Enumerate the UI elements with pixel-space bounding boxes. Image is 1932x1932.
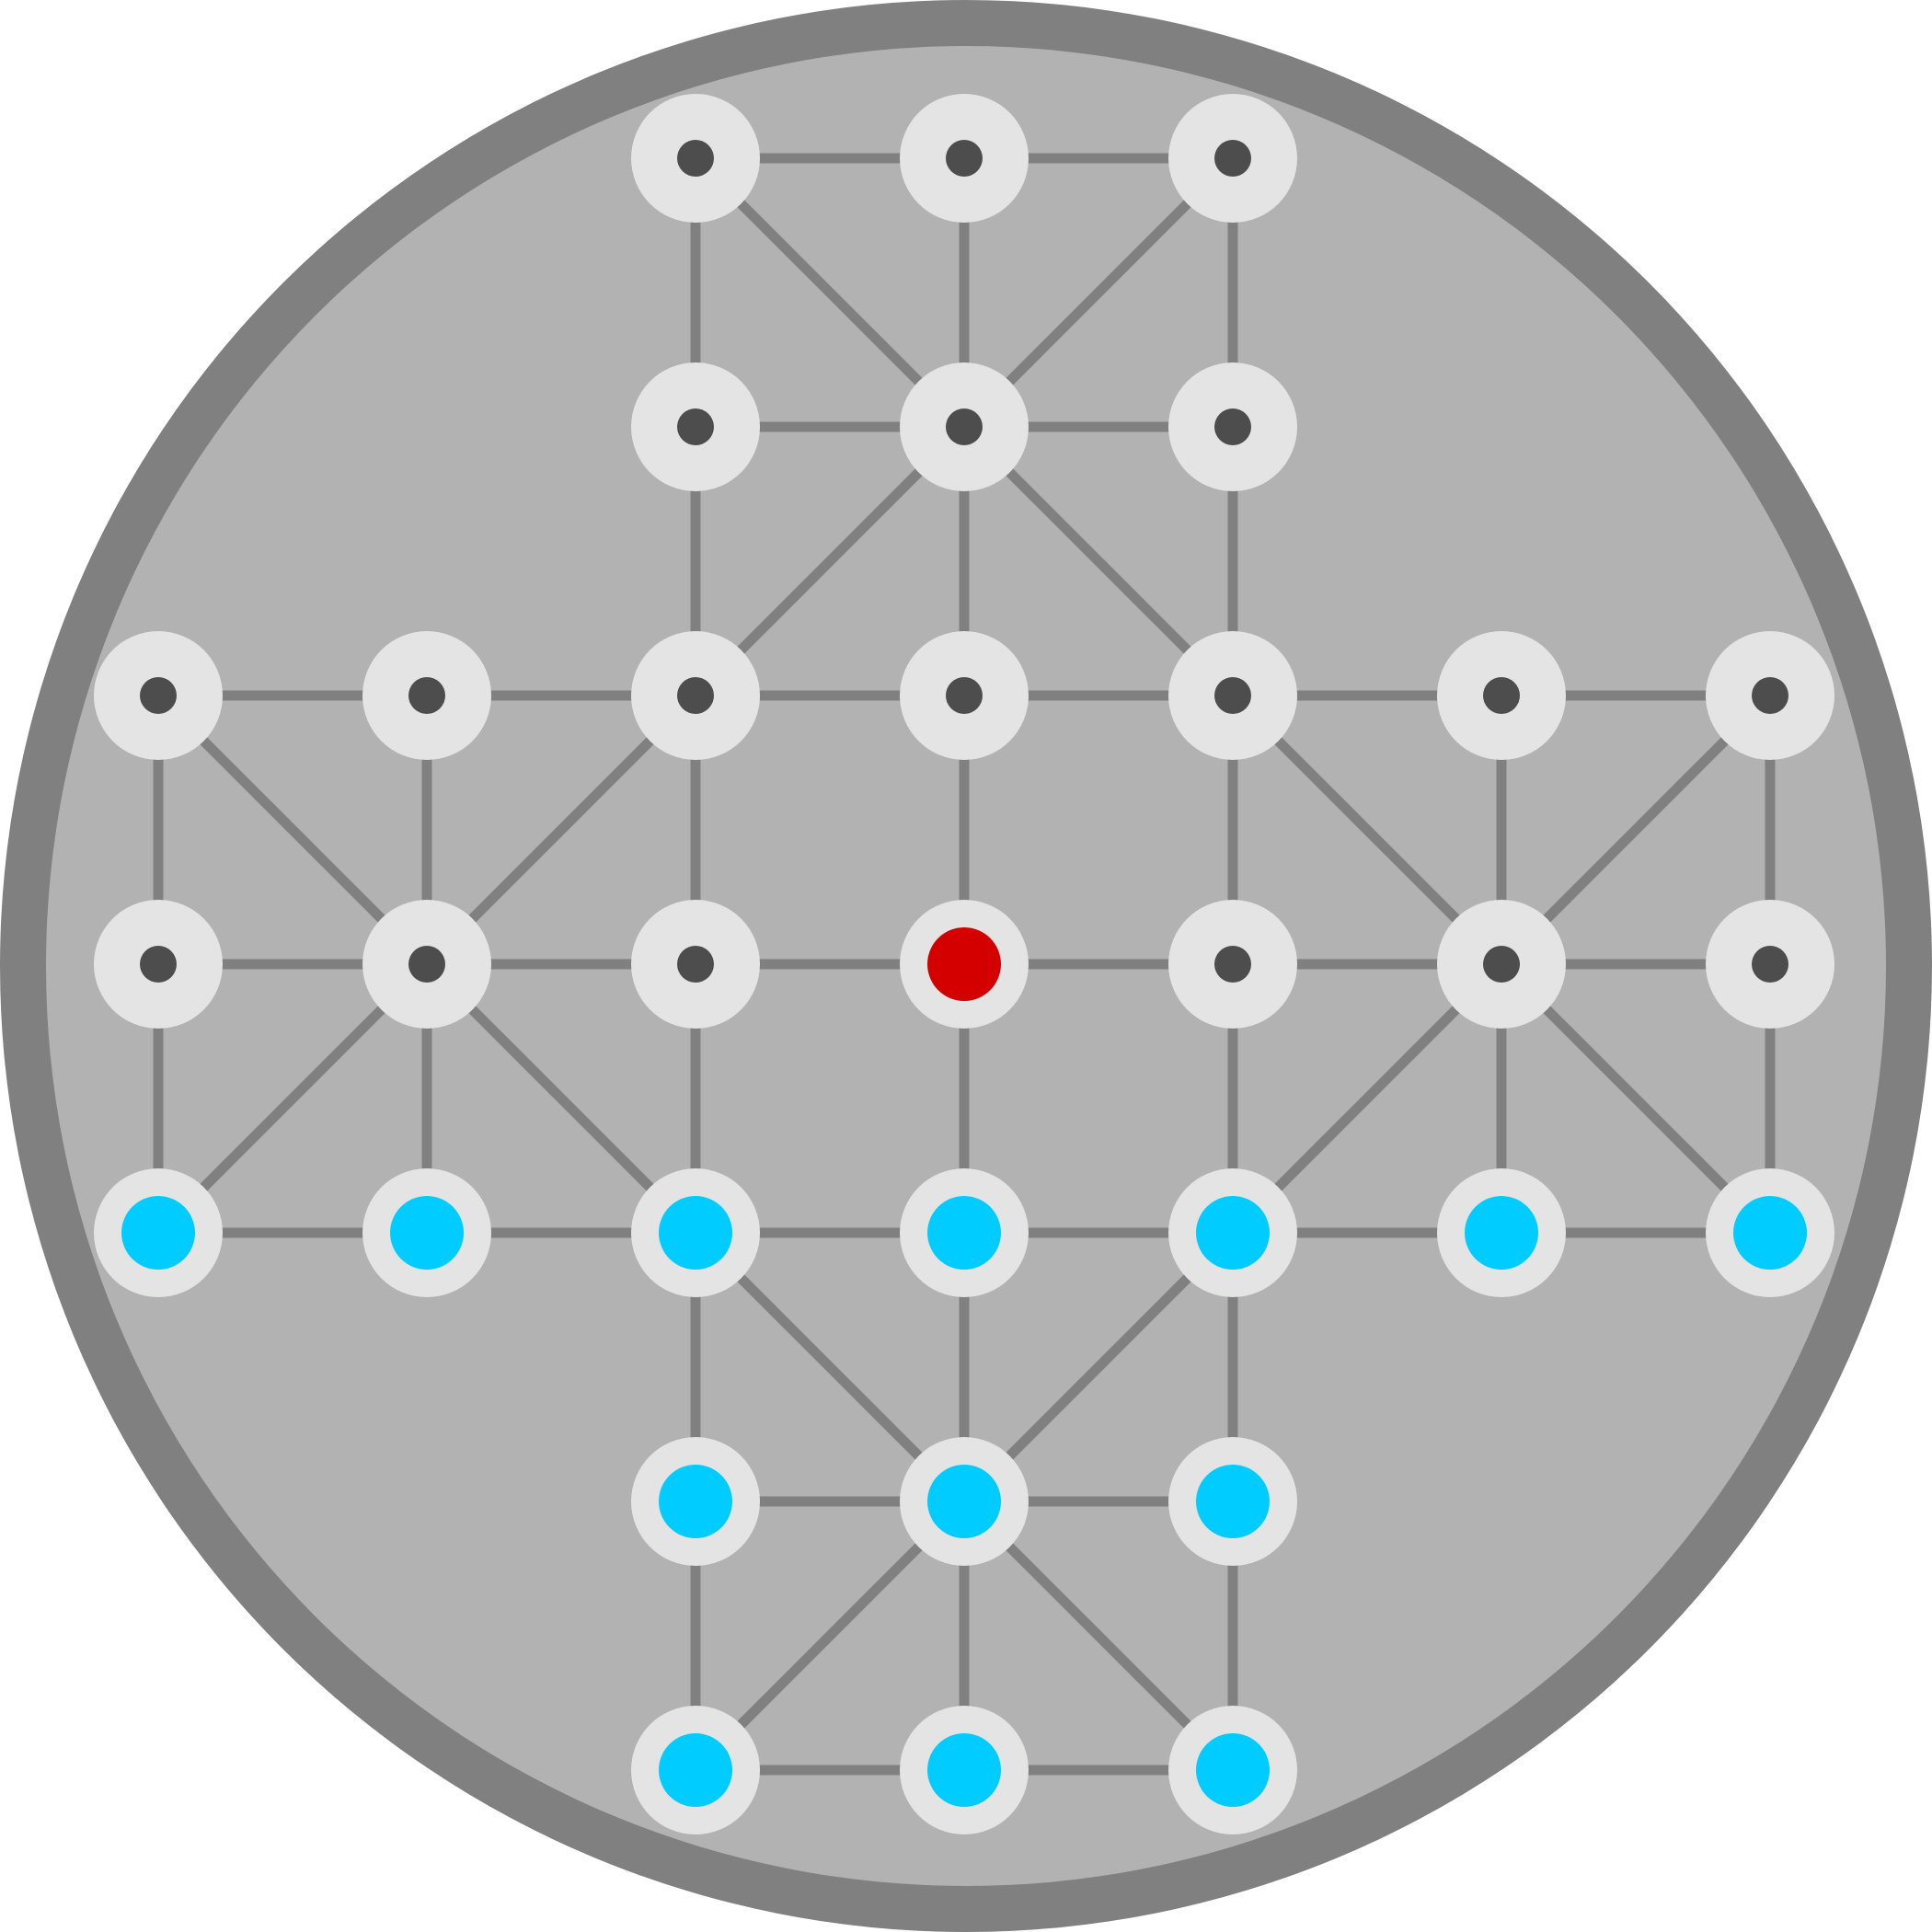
empty-point-marker	[677, 946, 714, 983]
board-point-e4[interactable]	[1168, 900, 1297, 1029]
board-point-a3[interactable]	[94, 1168, 223, 1297]
board-point-e7[interactable]	[1168, 94, 1297, 223]
board-point-d7[interactable]	[900, 94, 1029, 223]
empty-point-marker	[946, 408, 983, 445]
empty-point-marker	[408, 946, 445, 983]
empty-point-marker	[1752, 946, 1788, 983]
board-point-e1[interactable]	[1168, 1706, 1297, 1834]
board-point-f5[interactable]	[1437, 631, 1566, 760]
empty-point-marker	[140, 946, 177, 983]
board-point-c1[interactable]	[631, 1706, 760, 1834]
empty-point-marker	[946, 677, 983, 714]
blue-piece[interactable]	[1733, 1196, 1807, 1270]
blue-piece[interactable]	[121, 1196, 195, 1270]
board-point-e5[interactable]	[1168, 631, 1297, 760]
board-point-a5[interactable]	[94, 631, 223, 760]
empty-point-marker	[1214, 946, 1251, 983]
board-point-d1[interactable]	[900, 1706, 1029, 1834]
board-point-d2[interactable]	[900, 1437, 1029, 1566]
empty-point-marker	[1214, 677, 1251, 714]
blue-piece[interactable]	[1196, 1465, 1270, 1538]
empty-point-marker	[1752, 677, 1788, 714]
board-point-d3[interactable]	[900, 1168, 1029, 1297]
blue-piece[interactable]	[927, 1196, 1001, 1270]
board-point-g5[interactable]	[1706, 631, 1834, 760]
board-point-c5[interactable]	[631, 631, 760, 760]
blue-piece[interactable]	[1196, 1196, 1270, 1270]
board-point-c2[interactable]	[631, 1437, 760, 1566]
board-point-b3[interactable]	[362, 1168, 491, 1297]
board-point-d6[interactable]	[900, 362, 1029, 491]
empty-point-marker	[1483, 677, 1520, 714]
empty-point-marker	[677, 408, 714, 445]
board-point-e2[interactable]	[1168, 1437, 1297, 1566]
board-point-f4[interactable]	[1437, 900, 1566, 1029]
board-point-d4[interactable]	[900, 900, 1029, 1029]
board-point-b5[interactable]	[362, 631, 491, 760]
blue-piece[interactable]	[927, 1733, 1001, 1807]
blue-piece[interactable]	[1196, 1733, 1270, 1807]
board-point-g3[interactable]	[1706, 1168, 1834, 1297]
board-point-c3[interactable]	[631, 1168, 760, 1297]
red-piece[interactable]	[927, 927, 1001, 1001]
board-point-f3[interactable]	[1437, 1168, 1566, 1297]
blue-piece[interactable]	[659, 1733, 732, 1807]
empty-point-marker	[677, 677, 714, 714]
board-point-e3[interactable]	[1168, 1168, 1297, 1297]
blue-piece[interactable]	[1465, 1196, 1538, 1270]
blue-piece[interactable]	[390, 1196, 464, 1270]
board-point-c4[interactable]	[631, 900, 760, 1029]
blue-piece[interactable]	[927, 1465, 1001, 1538]
empty-point-marker	[408, 677, 445, 714]
board-point-e6[interactable]	[1168, 362, 1297, 491]
board-point-c6[interactable]	[631, 362, 760, 491]
board-point-a4[interactable]	[94, 900, 223, 1029]
blue-piece[interactable]	[659, 1465, 732, 1538]
board-point-g4[interactable]	[1706, 900, 1834, 1029]
empty-point-marker	[1483, 946, 1520, 983]
empty-point-marker	[140, 677, 177, 714]
empty-point-marker	[677, 140, 714, 177]
board-point-b4[interactable]	[362, 900, 491, 1029]
board-points	[94, 94, 1834, 1834]
board-point-c7[interactable]	[631, 94, 760, 223]
blue-piece[interactable]	[659, 1196, 732, 1270]
board-point-d5[interactable]	[900, 631, 1029, 760]
empty-point-marker	[1214, 140, 1251, 177]
empty-point-marker	[946, 140, 983, 177]
empty-point-marker	[1214, 408, 1251, 445]
